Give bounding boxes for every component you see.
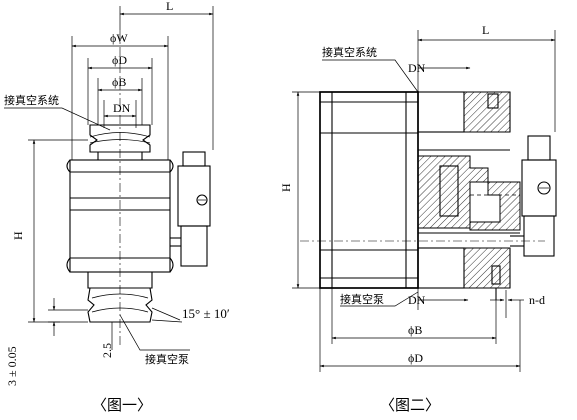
fig2-n-d-label: n-d <box>529 293 545 307</box>
fig1-3-label: 3 ± 0.05 <box>5 346 19 386</box>
figure-1: L ϕW ϕD ϕB DN <box>4 0 230 414</box>
fig1-vacuum-pump-callout: 接真空泵 <box>119 314 190 366</box>
fig2-vacuum-pump-label: 接真空泵 <box>340 292 384 306</box>
fig2-vacuum-system-callout: 接真空系统 <box>322 45 419 93</box>
fig2-dim-phiD: ϕD <box>319 288 521 372</box>
fig1-angle-label: 15° ± 10′ <box>182 306 230 321</box>
fig2-phiB-label: ϕB <box>408 323 422 337</box>
fig2-caption: 〈图二〉 <box>380 396 440 414</box>
fig2-DN-bottom-label: DN <box>408 293 426 307</box>
fig1-dim-phiB: ϕB <box>97 75 143 125</box>
fig1-dim-H: H <box>11 139 88 323</box>
fig2-flange-bottom <box>417 247 511 300</box>
fig1-phiB-label: ϕB <box>112 75 126 89</box>
fig1-phiD-label: ϕD <box>112 53 127 67</box>
fig2-dim-DN-top: DN <box>408 61 471 75</box>
fig2-dim-H: H <box>279 91 320 289</box>
fig2-dim-n-d: n-d <box>490 290 545 318</box>
fig2-dim-DN-bottom: DN <box>408 288 469 310</box>
fig1-dim-phiW: ϕW <box>71 31 169 160</box>
fig1-caption: 〈图一〉 <box>92 396 152 414</box>
fig2-flange-top <box>417 91 511 133</box>
fig2-H-label: H <box>279 183 293 192</box>
fig1-side-valve <box>170 151 211 267</box>
fig1-vacuum-system-label: 接真空系统 <box>4 93 59 107</box>
fig2-gate-section <box>417 149 521 234</box>
fig2-dim-L: L <box>417 23 556 132</box>
fig2-side-valve <box>510 135 557 257</box>
fig1-dim-2-5: 2.5 <box>100 322 114 358</box>
fig2-phiD-label: ϕD <box>408 351 423 365</box>
fig1-phiW-label: ϕW <box>110 31 128 45</box>
fig2-main-body <box>319 91 419 289</box>
fig1-L-label: L <box>166 0 173 13</box>
fig1-dim-3: 3 ± 0.05 <box>5 298 88 386</box>
fig1-bottom-flange <box>87 271 153 323</box>
fig1-angle-callout: 15° ± 10′ <box>151 306 230 323</box>
fig1-dim-L: L <box>119 0 214 150</box>
fig1-main-body <box>66 159 174 273</box>
fig1-DN-label: DN <box>113 101 131 115</box>
fig1-dim-DN: DN <box>103 100 137 128</box>
fig2-L-label: L <box>482 23 489 37</box>
fig1-top-flange <box>89 124 151 160</box>
fig1-vacuum-pump-label: 接真空泵 <box>145 352 189 366</box>
fig2-DN-top-label: DN <box>408 61 426 75</box>
fig1-H-label: H <box>11 231 25 240</box>
fig1-2-5-label: 2.5 <box>100 343 114 358</box>
fig2-dim-phiB: ϕB <box>331 288 497 344</box>
fig1-dim-phiD: ϕD <box>87 53 153 125</box>
fig2-vacuum-system-label: 接真空系统 <box>322 45 377 59</box>
fig2-vacuum-pump-callout: 接真空泵 <box>340 291 419 307</box>
fig1-vacuum-system-callout: 接真空系统 <box>4 93 111 131</box>
figure-2: L DN 接真空系统 H <box>279 23 557 414</box>
